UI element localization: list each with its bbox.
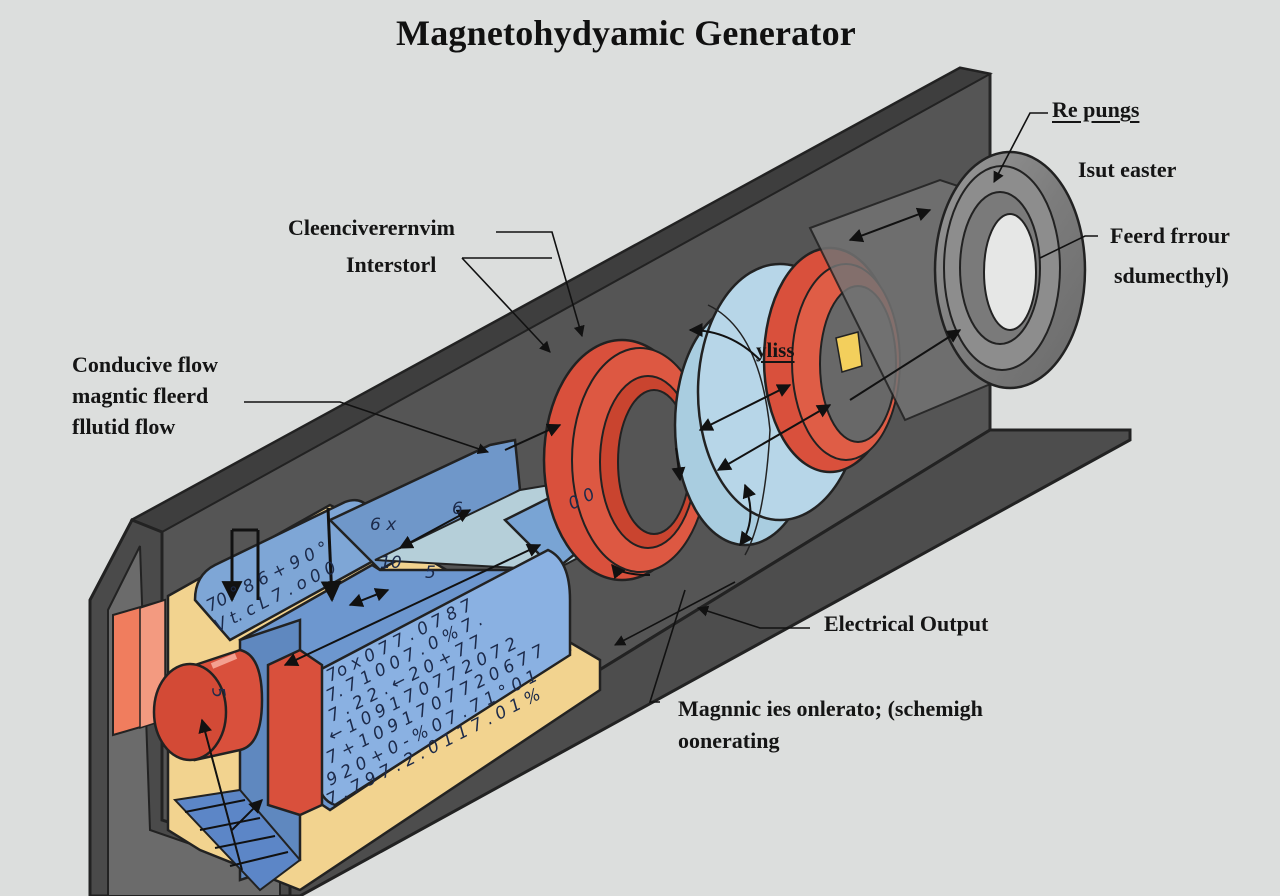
label-feerd-line2: sdumecthyl) xyxy=(1114,263,1229,288)
electrode-plate-front xyxy=(266,648,324,817)
label-magnnic-line2: oonerating xyxy=(678,728,780,753)
label-conducive-line2: magntic fleerd xyxy=(72,383,209,408)
duct-mark: 6 x xyxy=(370,515,397,535)
label-magnnic-line1: Magnnic ies onlerato; (schemigh xyxy=(678,696,983,721)
label-re-pungs: Re pungs xyxy=(1052,97,1140,122)
coil-ring-front xyxy=(542,338,709,582)
flow-arrows xyxy=(198,207,962,871)
label-conducive-line3: fllutid flow xyxy=(72,414,176,439)
leader-lines xyxy=(244,112,1098,703)
terminal-tab xyxy=(835,331,863,373)
label-conducive-line1: Conducive flow xyxy=(72,352,219,377)
duct-mark: 10 xyxy=(380,553,402,573)
duct-mark: 6 xyxy=(452,499,463,519)
label-interstorl: Interstorl xyxy=(346,252,437,277)
label-isut-easter: Isut easter xyxy=(1078,157,1177,182)
label-cleenciver: Cleenciverernvim xyxy=(288,215,455,240)
housing-floor xyxy=(258,428,1132,896)
label-feerd-line1: Feerd frrour xyxy=(1110,223,1230,248)
duct-mark: 5 xyxy=(425,563,436,583)
cap-mark: 5 xyxy=(207,685,229,699)
label-yliss: yliss xyxy=(756,338,795,362)
label-electrical-output: Electrical Output xyxy=(824,611,989,636)
diagram-title: Magnetohydyamic Generator xyxy=(396,13,856,53)
duct-floor-grid xyxy=(172,788,302,892)
